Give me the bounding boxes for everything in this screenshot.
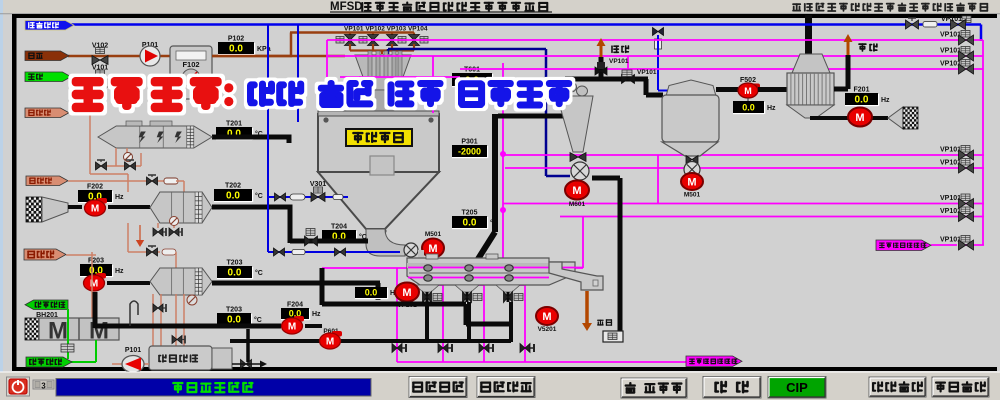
svg-text:T203: T203: [226, 307, 242, 314]
svg-text:P601: P601: [323, 328, 339, 335]
svg-text:P101: P101: [125, 347, 141, 354]
svg-text:Hz: Hz: [767, 105, 776, 112]
svg-text:M501: M501: [684, 192, 701, 199]
svg-text:P301: P301: [461, 139, 477, 146]
svg-text:T204: T204: [331, 224, 347, 231]
svg-text:M: M: [855, 112, 864, 124]
svg-text:Hz: Hz: [115, 268, 124, 275]
svg-text:M: M: [744, 86, 752, 96]
svg-text:0.0: 0.0: [463, 218, 477, 229]
svg-text:Hz: Hz: [312, 311, 321, 318]
svg-text:BH201: BH201: [36, 312, 58, 319]
svg-text:V5201: V5201: [538, 326, 557, 333]
svg-text:V101: V101: [92, 65, 108, 72]
svg-text:T205: T205: [462, 210, 478, 217]
svg-text:VP101: VP101: [941, 16, 962, 23]
svg-text:0.0: 0.0: [365, 288, 378, 298]
svg-text:VP101: VP101: [940, 48, 961, 55]
svg-text:MFSD: MFSD: [330, 1, 363, 13]
svg-text:0.0: 0.0: [226, 191, 240, 202]
svg-text:M: M: [90, 279, 98, 290]
svg-text:M: M: [687, 177, 696, 189]
svg-text:VP101: VP101: [940, 61, 961, 68]
svg-text:3: 3: [41, 382, 46, 391]
svg-text:VP101 VP102 VP103 VP104: VP101 VP102 VP103 VP104: [344, 26, 428, 33]
svg-text:F203: F203: [88, 258, 104, 265]
svg-text:0.0: 0.0: [88, 192, 102, 203]
svg-text:T601: T601: [464, 67, 480, 74]
svg-text:M: M: [428, 243, 437, 255]
svg-text:VP101: VP101: [940, 160, 961, 167]
svg-text:0.0: 0.0: [742, 103, 755, 113]
svg-text:VP101: VP101: [940, 32, 961, 39]
svg-text:M: M: [326, 337, 334, 348]
svg-text:T203: T203: [227, 260, 243, 267]
svg-text:VP101: VP101: [637, 69, 657, 76]
svg-text:M: M: [91, 204, 99, 215]
svg-text:°C: °C: [255, 269, 263, 277]
svg-text:0.0: 0.0: [227, 129, 241, 140]
svg-text:P102: P102: [228, 36, 244, 43]
svg-text:F202: F202: [87, 184, 103, 191]
svg-text:F502: F502: [740, 77, 756, 84]
svg-text:M: M: [402, 287, 411, 299]
svg-text:M: M: [542, 311, 551, 323]
svg-text:CIP: CIP: [786, 380, 808, 395]
svg-text:F204: F204: [287, 302, 303, 309]
svg-text:0.0: 0.0: [228, 268, 242, 279]
svg-text:F201: F201: [854, 87, 870, 94]
svg-text:V301: V301: [310, 181, 326, 188]
svg-text:M: M: [288, 322, 296, 333]
svg-text:VP101: VP101: [940, 147, 961, 154]
svg-text:M: M: [572, 185, 581, 197]
svg-text:F102: F102: [182, 60, 199, 69]
svg-text:°C: °C: [359, 233, 367, 241]
svg-text:VP101: VP101: [940, 237, 961, 244]
svg-text:T201: T201: [226, 121, 242, 128]
svg-text:VP101: VP101: [940, 195, 961, 202]
svg-text:0.0: 0.0: [289, 309, 302, 319]
svg-text:M: M: [48, 318, 68, 345]
svg-text:°C: °C: [255, 130, 263, 138]
svg-text:Hz: Hz: [881, 97, 890, 104]
svg-text:VP101: VP101: [609, 58, 629, 65]
svg-text:M601: M601: [569, 201, 586, 208]
svg-text:VP101: VP101: [940, 208, 961, 215]
svg-text:0.0: 0.0: [229, 44, 243, 55]
svg-text:0.0: 0.0: [89, 266, 103, 277]
svg-text:Hz: Hz: [115, 194, 124, 201]
svg-text:-2000: -2000: [458, 147, 481, 157]
svg-text:°C: °C: [254, 316, 262, 324]
svg-text:V102: V102: [92, 43, 108, 50]
svg-text:T202: T202: [225, 183, 241, 190]
svg-text:KPa: KPa: [257, 46, 271, 53]
svg-text:°C: °C: [255, 192, 263, 200]
svg-text:0.0: 0.0: [855, 95, 869, 106]
svg-text:M: M: [89, 318, 109, 345]
svg-text:0.0: 0.0: [227, 315, 241, 326]
svg-text:M501: M501: [425, 231, 442, 238]
svg-text:0.0: 0.0: [332, 232, 346, 243]
